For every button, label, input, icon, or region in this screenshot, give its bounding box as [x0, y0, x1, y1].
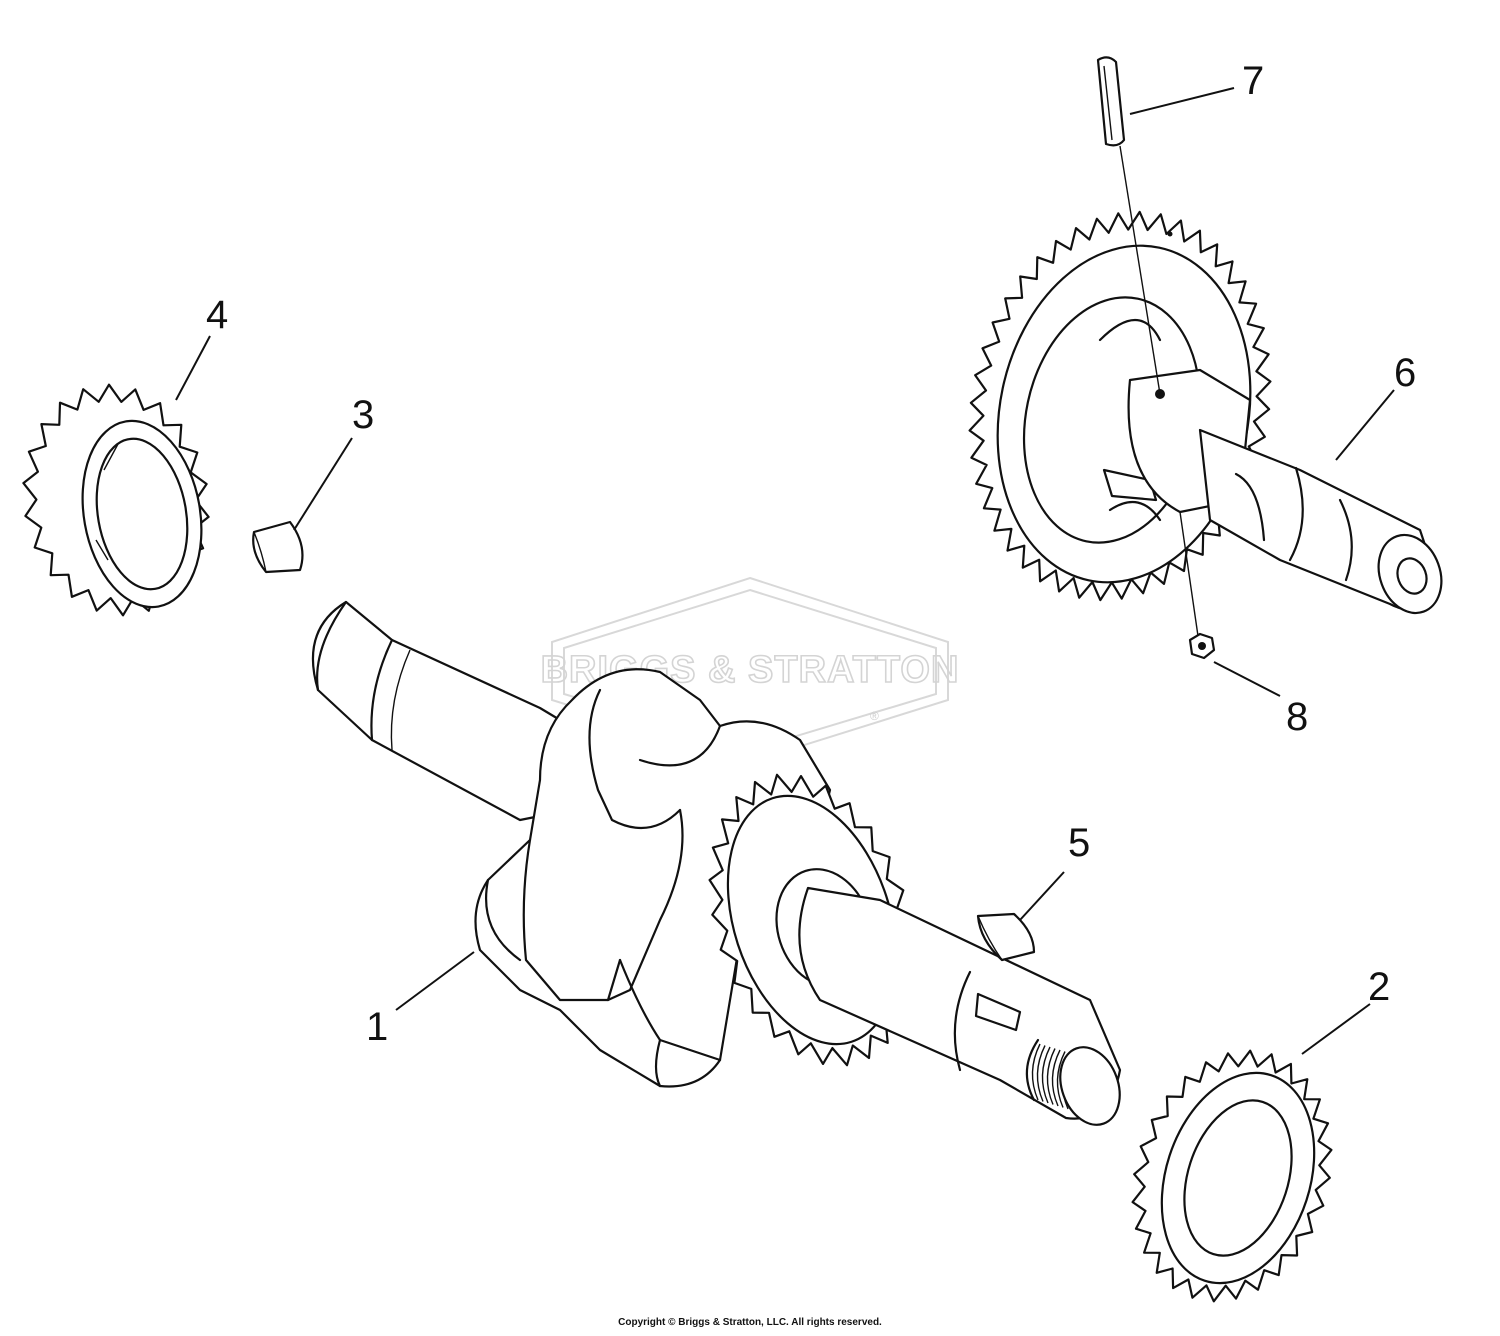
watermark-registered-mark: ® — [870, 709, 879, 723]
callout-2: 2 — [1368, 965, 1390, 1009]
part-2-gear — [1131, 1049, 1333, 1303]
callout-8: 8 — [1286, 695, 1308, 739]
callout-labels: 4 3 1 5 2 6 7 8 — [206, 59, 1416, 1049]
part-7-pin — [1096, 56, 1161, 395]
part-3-woodruff-key — [252, 520, 304, 574]
callout-leaders — [175, 87, 1395, 1055]
callout-5: 5 — [1068, 821, 1090, 865]
part-1-crankshaft — [311, 600, 1122, 1126]
part-4-gear — [22, 383, 210, 617]
copyright-notice: Copyright © Briggs & Stratton, LLC. All … — [618, 1317, 882, 1328]
callout-6: 6 — [1394, 351, 1416, 395]
callout-1: 1 — [366, 1005, 388, 1049]
part-5-woodruff-key — [976, 912, 1036, 962]
brand-watermark: BRIGGS & STRATTON ® — [540, 576, 959, 764]
callout-4: 4 — [206, 293, 228, 337]
callout-3: 3 — [352, 393, 374, 437]
part-6-camshaft — [968, 210, 1443, 615]
callout-7: 7 — [1242, 59, 1264, 103]
part-8-nut — [1179, 511, 1216, 660]
